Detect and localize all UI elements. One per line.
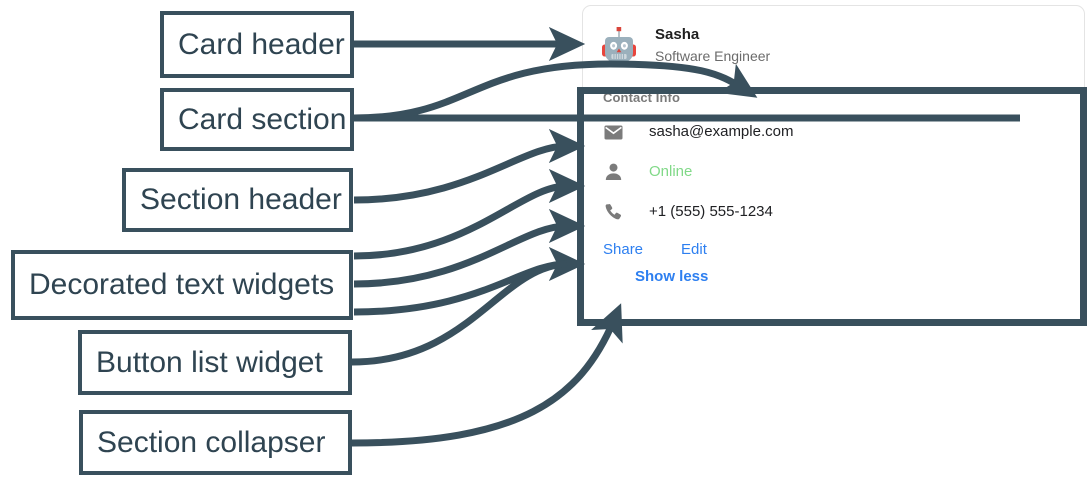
decorated-text-phone[interactable]: +1 (555) 555-1234 — [603, 201, 1084, 223]
arrow-decorated-text-1 — [353, 168, 586, 260]
label-card-header-text: Card header — [178, 27, 345, 61]
decorated-text-phone-label: +1 (555) 555-1234 — [649, 203, 773, 220]
label-section-header: Section header — [122, 168, 353, 232]
label-section-collapser-text: Section collapser — [97, 425, 326, 459]
card-header: Sasha Software Engineer — [583, 6, 1084, 72]
decorated-text-email[interactable]: sasha@example.com — [603, 121, 1084, 143]
arrow-section-collapser — [351, 303, 623, 447]
label-card-section-text: Card section — [178, 102, 347, 136]
card-header-text: Sasha Software Engineer — [655, 25, 770, 67]
label-button-list-widget: Button list widget — [78, 330, 352, 395]
edit-button[interactable]: Edit — [681, 241, 707, 258]
decorated-text-status[interactable]: Online — [603, 161, 1084, 183]
label-section-collapser: Section collapser — [79, 410, 352, 475]
label-section-header-text: Section header — [140, 183, 342, 216]
decorated-text-email-label: sasha@example.com — [649, 123, 794, 140]
label-decorated-text-widgets-text: Decorated text widgets — [29, 268, 335, 301]
arrow-section-header — [353, 128, 586, 204]
profile-card: Sasha Software Engineer Contact Info sas… — [582, 5, 1085, 323]
card-header-title: Sasha — [655, 26, 700, 43]
section-collapser-button[interactable]: Show less — [635, 268, 709, 285]
arrow-decorated-text-2 — [353, 208, 586, 288]
button-list-widget: Share Edit — [603, 241, 1084, 258]
phone-icon — [603, 202, 623, 222]
arrow-decorated-text-3 — [353, 246, 586, 316]
label-card-header: Card header — [160, 11, 354, 78]
person-icon — [603, 162, 623, 182]
email-icon — [603, 122, 623, 142]
label-card-section: Card section — [160, 88, 354, 151]
label-button-list-widget-text: Button list widget — [96, 345, 323, 379]
share-button[interactable]: Share — [603, 241, 644, 258]
card-header-subtitle: Software Engineer — [655, 48, 771, 64]
decorated-text-status-label: Online — [649, 163, 693, 180]
card-section: Contact Info sasha@example.com — [583, 72, 1084, 285]
robot-avatar-icon — [597, 24, 641, 68]
arrow-button-list — [351, 260, 568, 366]
section-header: Contact Info — [603, 90, 681, 105]
label-decorated-text-widgets: Decorated text widgets — [11, 250, 353, 320]
